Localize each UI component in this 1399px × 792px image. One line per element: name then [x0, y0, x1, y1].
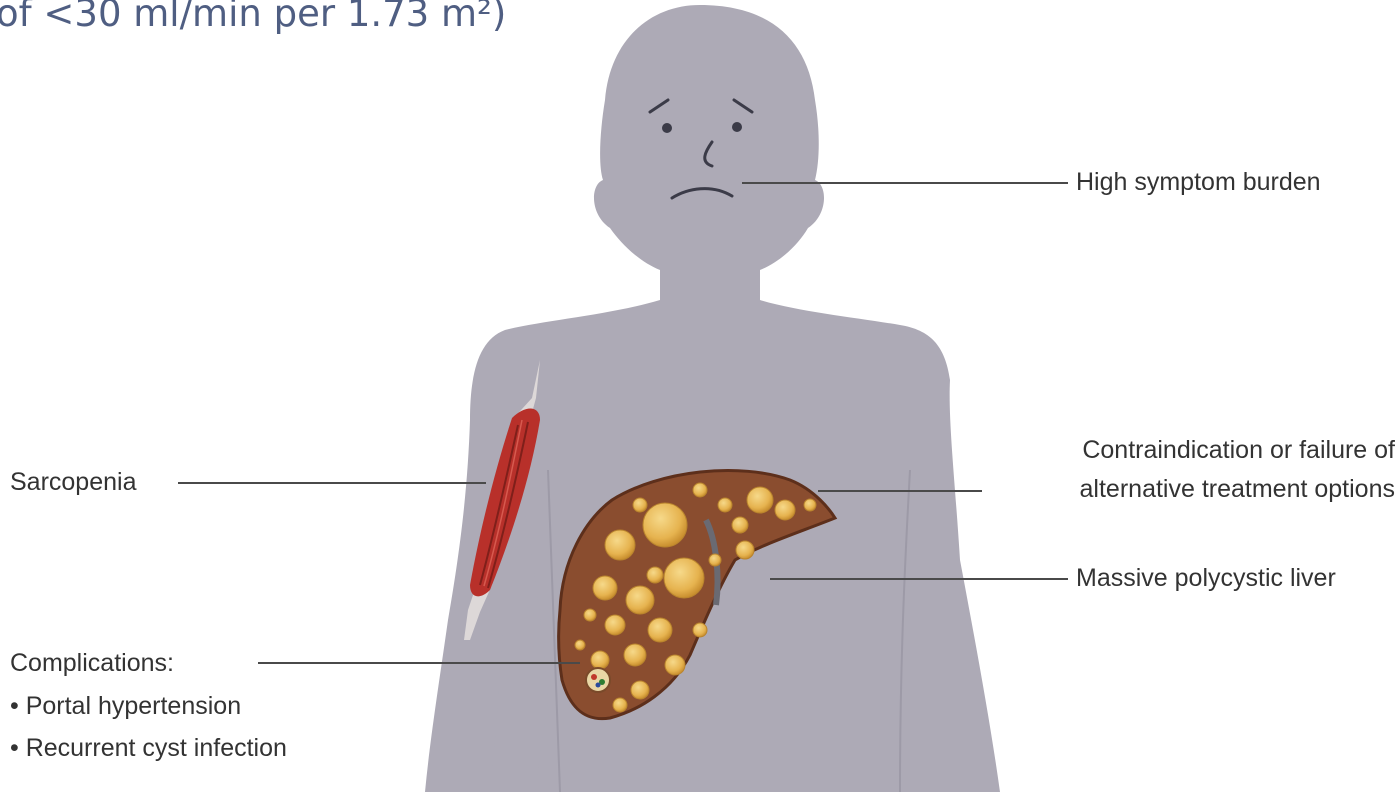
- label-sarcopenia: Sarcopenia: [10, 466, 136, 499]
- label-massive-liver: Massive polycystic liver: [1076, 562, 1336, 595]
- label-complication-1: • Portal hypertension: [10, 690, 241, 723]
- label-contraindication-line1: Contraindication or failure of: [1082, 434, 1395, 467]
- label-complications-title: Complications:: [10, 647, 174, 680]
- label-high-symptom-burden: High symptom burden: [1076, 166, 1321, 199]
- label-complication-2: • Recurrent cyst infection: [10, 732, 287, 765]
- header-fragment: of <30 ml/min per 1.73 m²): [0, 0, 506, 36]
- label-contraindication-line2: alternative treatment options: [1080, 473, 1395, 506]
- body-silhouette: [425, 5, 1000, 792]
